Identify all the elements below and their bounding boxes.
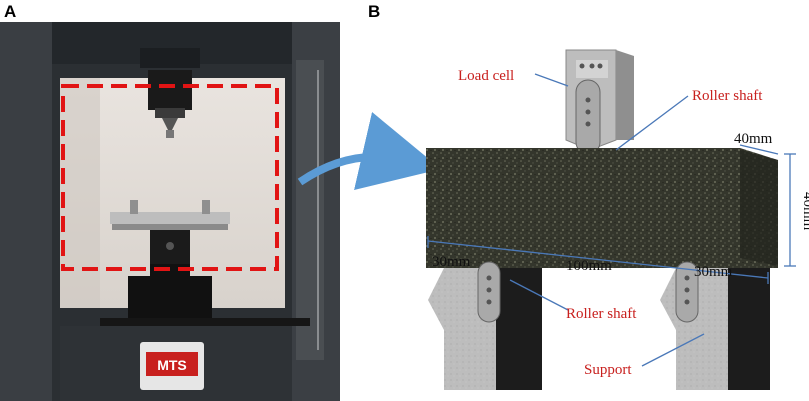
- label-load-cell: Load cell: [458, 68, 514, 84]
- label-overhang-left: 30mm: [432, 254, 471, 270]
- label-width: 40mm: [734, 131, 773, 147]
- label-overhang-right: 30mm: [694, 264, 733, 280]
- dimension-lines: [427, 73, 796, 367]
- top-roller-shaft: [575, 79, 601, 155]
- label-span: 100mm: [566, 258, 612, 274]
- panel-letter-a: A: [4, 2, 17, 21]
- support-left: [428, 261, 542, 390]
- panel-letter-b: B: [368, 2, 381, 21]
- mts-logo: MTS: [157, 357, 187, 373]
- label-height: 40mm: [800, 192, 809, 231]
- panel-a-machine: MTS: [0, 22, 340, 401]
- concrete-beam: [426, 148, 778, 268]
- panel-b-schematic: Load cell Roller shaft 40mm 40mm 30mm 10…: [426, 49, 809, 390]
- highlight-dashed-box: [61, 84, 279, 271]
- load-cell: [565, 49, 634, 155]
- label-roller-shaft-bottom: Roller shaft: [566, 306, 637, 322]
- label-roller-shaft-top: Roller shaft: [692, 88, 763, 104]
- label-support: Support: [584, 362, 632, 378]
- connector-arrow: [297, 112, 441, 191]
- support-right: [660, 261, 770, 390]
